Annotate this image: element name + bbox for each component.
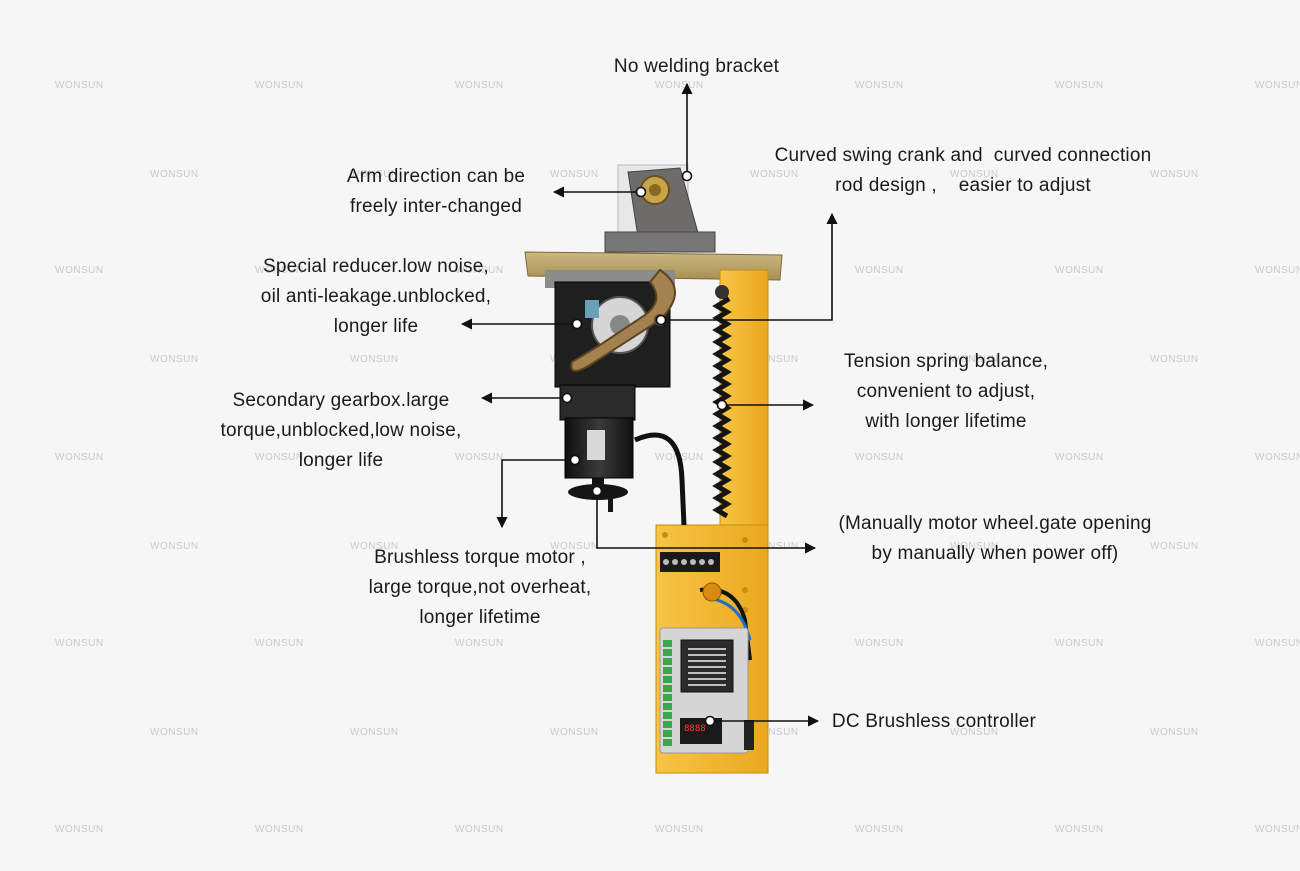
watermark-text: WONSUN: [1055, 265, 1104, 276]
watermark-text: WONSUN: [55, 80, 104, 91]
watermark-layer: WONSUN WONSUN WONSUN WONSUN WONSUN WONSUN WONS…: [55, 80, 1300, 835]
watermark-text: WONSUN: [1055, 80, 1104, 91]
watermark-text: WONSUN: [455, 265, 504, 276]
arrow-brushless-motor: [496, 459, 575, 529]
watermark-text: WONSUN: [255, 638, 304, 649]
watermark-text: WONSUN: [950, 354, 999, 365]
watermark-text: WONSUN: [750, 354, 799, 365]
arrow-curved-swing: [661, 212, 838, 321]
label-special-reducer: Special reducer.low noise, oil anti-leak…: [260, 256, 492, 337]
watermark-text: WONSUN: [455, 638, 504, 649]
dot-secondary-gearbox: [561, 392, 573, 404]
dot-no-welding: [681, 170, 693, 182]
watermark-text: WONSUN: [455, 824, 504, 835]
watermark-text: WONSUN: [855, 452, 904, 463]
watermark-text: WONSUN: [350, 727, 399, 738]
watermark-text: WONSUN: [855, 638, 904, 649]
watermark-text: WONSUN: [1150, 541, 1199, 552]
watermark-text: WONSUN: [1255, 452, 1300, 463]
top-bracket: [604, 164, 716, 253]
watermark-text: WONSUN: [350, 354, 399, 365]
dot-arm-direction: [635, 186, 647, 198]
watermark-text: WONSUN: [855, 824, 904, 835]
watermark-text: WONSUN: [255, 824, 304, 835]
terminal-block: [660, 552, 752, 661]
watermark-text: WONSUN: [1055, 824, 1104, 835]
watermark-text: WONSUN: [1055, 452, 1104, 463]
watermark-text: WONSUN: [855, 265, 904, 276]
watermark-text: WONSUN: [1255, 80, 1300, 91]
leader-arrows: [460, 82, 838, 727]
dot-tension-spring: [716, 399, 728, 411]
watermark-text: WONSUN: [150, 354, 199, 365]
machine-illustration: 8888: [524, 164, 783, 774]
watermark-text: WONSUN: [950, 727, 999, 738]
label-secondary-gearbox: Secondary gearbox.large torque,unblocked…: [220, 390, 462, 471]
label-arm-direction: Arm direction can be freely inter-change…: [346, 166, 526, 217]
dot-brushless-motor: [569, 454, 581, 466]
dc-controller-board: 8888: [659, 627, 754, 754]
arrow-manual-wheel: [596, 491, 817, 554]
watermark-text: WONSUN: [1150, 169, 1199, 180]
watermark-text: WONSUN: [750, 727, 799, 738]
label-no-welding: No welding bracket: [613, 56, 780, 77]
watermark-text: WONSUN: [150, 727, 199, 738]
dot-manual-wheel: [591, 485, 603, 497]
watermark-text: WONSUN: [55, 452, 104, 463]
watermark-text: WONSUN: [750, 541, 799, 552]
watermark-text: WONSUN: [55, 265, 104, 276]
watermark-text: WONSUN: [255, 452, 304, 463]
watermark-text: WONSUN: [1255, 824, 1300, 835]
dot-curved-swing: [655, 314, 667, 326]
label-manual-wheel: (Manually motor wheel.gate opening by ma…: [838, 513, 1152, 564]
watermark-text: WONSUN: [550, 727, 599, 738]
watermark-text: WONSUN: [1255, 265, 1300, 276]
leader-dots: [561, 170, 728, 727]
watermark-text: WONSUN: [1255, 638, 1300, 649]
watermark-text: WONSUN: [55, 638, 104, 649]
dot-special-reducer: [571, 318, 583, 330]
watermark-text: WONSUN: [150, 541, 199, 552]
watermark-text: WONSUN: [1150, 727, 1199, 738]
watermark-text: WONSUN: [950, 169, 999, 180]
watermark-text: WONSUN: [255, 265, 304, 276]
label-dc-controller: DC Brushless controller: [831, 711, 1037, 732]
watermark-text: WONSUN: [350, 169, 399, 180]
watermark-text: WONSUN: [350, 541, 399, 552]
watermark-text: WONSUN: [1150, 354, 1199, 365]
watermark-text: WONSUN: [255, 80, 304, 91]
watermark-text: WONSUN: [550, 169, 599, 180]
label-tension-spring: Tension spring balance, convenient to ad…: [843, 351, 1049, 432]
watermark-text: WONSUN: [855, 80, 904, 91]
watermark-text: WONSUN: [655, 824, 704, 835]
watermark-text: WONSUN: [950, 541, 999, 552]
watermark-text: WONSUN: [655, 80, 704, 91]
watermark-text: WONSUN: [550, 541, 599, 552]
watermark-text: WONSUN: [1055, 638, 1104, 649]
reducer-gearbox: [554, 281, 671, 388]
watermark-text: WONSUN: [455, 452, 504, 463]
watermark-text: WONSUN: [150, 169, 199, 180]
watermark-text: WONSUN: [750, 169, 799, 180]
dot-dc-controller: [704, 715, 716, 727]
label-curved-swing: Curved swing crank and curved connection…: [774, 145, 1152, 196]
svg-text:8888: 8888: [684, 724, 706, 734]
watermark-text: WONSUN: [455, 80, 504, 91]
label-brushless-motor: Brushless torque motor , large torque,no…: [368, 547, 592, 628]
watermark-text: WONSUN: [55, 824, 104, 835]
